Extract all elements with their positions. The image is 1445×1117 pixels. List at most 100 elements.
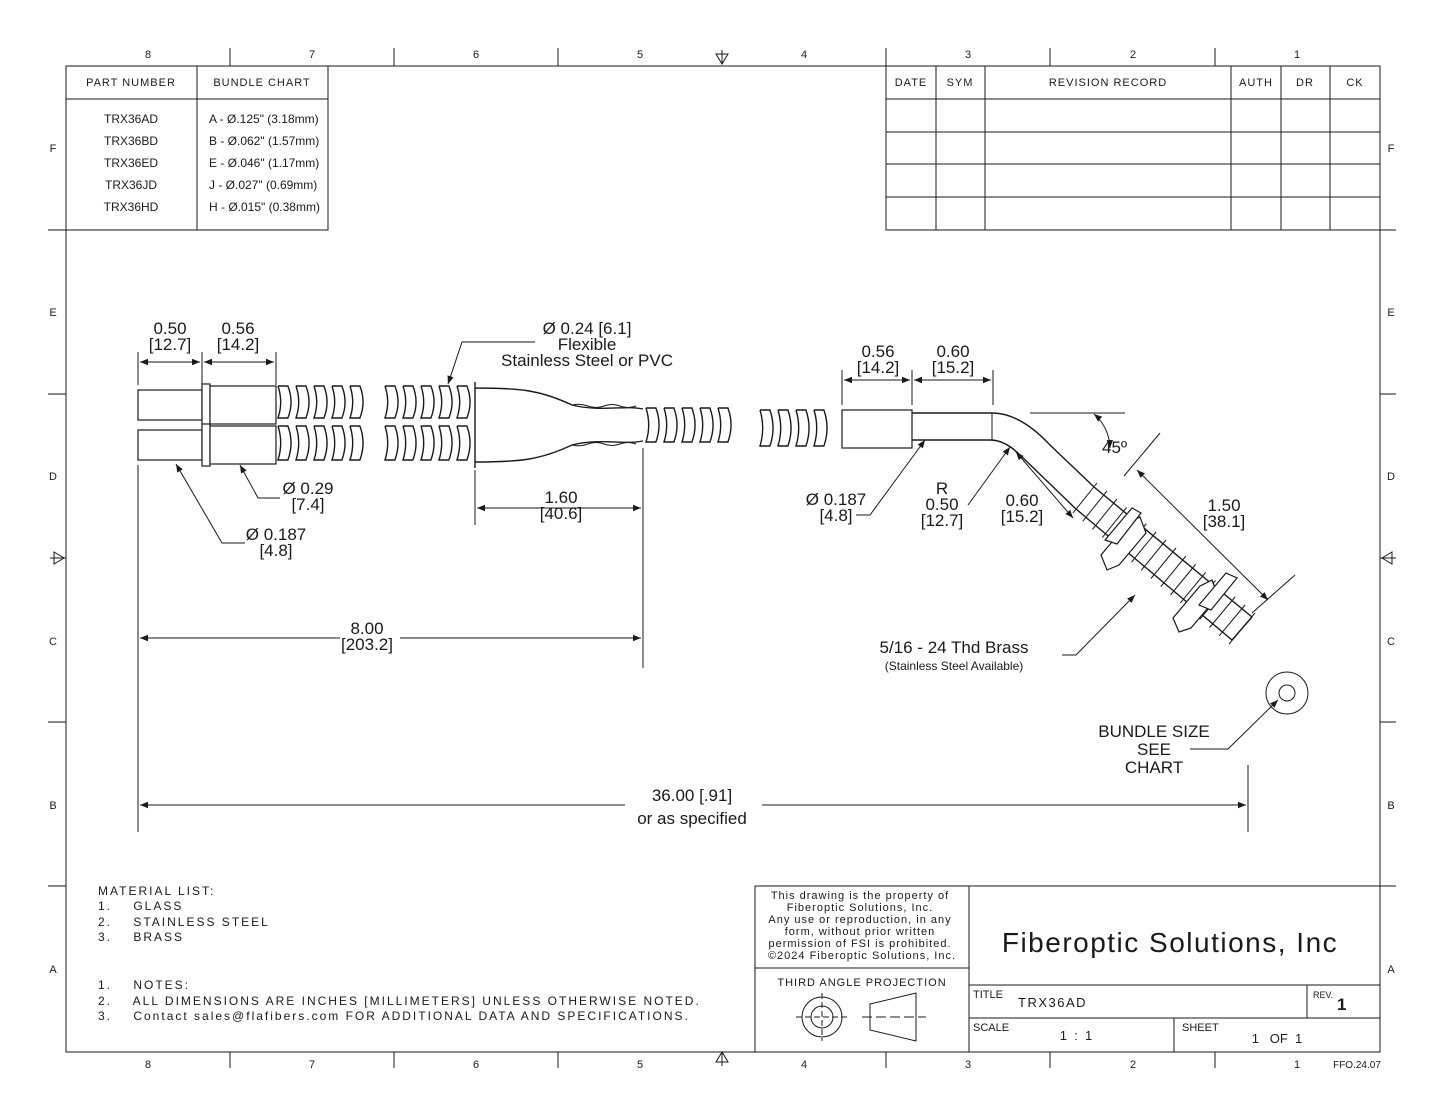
drawing-border	[65, 65, 1381, 1053]
right-spiral-sheath	[759, 409, 828, 447]
dim-3600: 36.00 [.91]	[652, 786, 732, 805]
revision-table	[885, 65, 1381, 231]
company-name: Fiberoptic Solutions, Inc	[1002, 927, 1338, 958]
zone-row-c: C	[49, 636, 57, 648]
spiral-coil	[777, 409, 792, 447]
rev-header-dr: DR	[1296, 77, 1314, 89]
spiral-coil	[349, 385, 364, 419]
spiral-coil	[295, 425, 310, 461]
projection-label: THIRD ANGLE PROJECTION	[777, 977, 946, 989]
bundle-cell: B - Ø.062" (1.57mm)	[209, 134, 319, 148]
rev-header-sym: SYM	[947, 77, 974, 89]
revision-headers: DATE SYM REVISION RECORD AUTH DR CK	[895, 77, 1363, 89]
zone-row-a: A	[49, 964, 57, 976]
zone-row-c-right: C	[1387, 636, 1395, 648]
dim-angle: 45º	[1102, 438, 1127, 457]
dim-800: 8.00	[350, 619, 383, 638]
spiral-coil	[717, 407, 732, 443]
spiral-coil	[456, 385, 471, 419]
zone-col-4: 4	[801, 49, 807, 61]
dim-0187-right-mm: [4.8]	[819, 506, 852, 525]
title-label: TITLE	[973, 989, 1003, 1001]
part-number-cell: TRX36HD	[104, 200, 159, 214]
bundle-chart-label: CHART	[1125, 758, 1183, 777]
dim-3600-note: or as specified	[637, 809, 747, 828]
dim-angled-060-mm: [15.2]	[1001, 507, 1044, 526]
zone-col-6: 6	[473, 49, 479, 61]
zone-row-b-right: B	[1387, 800, 1394, 812]
thread-line	[1101, 507, 1128, 538]
zone-col-7: 7	[309, 49, 315, 61]
rev-header-ck: CK	[1346, 77, 1363, 89]
bundle-chart-table: PART NUMBER BUNDLE CHART TRX36AD A - Ø.1…	[65, 65, 329, 231]
sheath-flexible: Flexible	[558, 335, 617, 354]
zone-col-1: 1	[1294, 49, 1300, 61]
zone-col-8: 8	[145, 49, 151, 61]
part-number-cell: TRX36AD	[104, 112, 158, 126]
third-angle-projection-icon	[796, 992, 926, 1042]
svg-text:permission of FSI is prohibite: permission of FSI is prohibited.	[768, 938, 951, 950]
spiral-coil	[313, 425, 328, 461]
zone-col-4-bottom: 4	[801, 1059, 807, 1071]
material-list: MATERIAL LIST: 1. GLASS 2. STAINLESS STE…	[98, 884, 270, 944]
dim-right-056: 0.56	[861, 342, 894, 361]
zone-col-1-bottom: 1	[1294, 1059, 1300, 1071]
svg-text:form, without prior written: form, without prior written	[785, 926, 935, 938]
dim-0187-left-mm: [4.8]	[259, 541, 292, 560]
dim-radius-050-mm: [12.7]	[921, 511, 964, 530]
rev-value: 1	[1337, 995, 1346, 1014]
scale-label: SCALE	[973, 1022, 1009, 1034]
bundle-end-view	[1265, 671, 1309, 715]
zone-col-2: 2	[1130, 49, 1136, 61]
spiral-coil	[402, 385, 417, 419]
spiral-coil	[645, 407, 660, 443]
dim-0187-right: Ø 0.187	[806, 490, 867, 509]
spiral-coil	[384, 385, 399, 419]
svg-text:This drawing is the property o: This drawing is the property of	[771, 890, 949, 902]
bundle-size-label: BUNDLE SIZE	[1098, 722, 1209, 741]
dim-056-mm: [14.2]	[217, 335, 260, 354]
zone-row-a-right: A	[1387, 964, 1395, 976]
dim-160-mm: [40.6]	[540, 504, 583, 523]
notes: 1. NOTES: 2. ALL DIMENSIONS ARE INCHES […	[98, 978, 701, 1023]
thread-line	[1082, 490, 1108, 522]
part-number-cell: TRX36JD	[105, 178, 157, 192]
header-part-number: PART NUMBER	[86, 77, 176, 89]
dim-160: 1.60	[544, 488, 577, 507]
zone-col-8-bottom: 8	[145, 1059, 151, 1071]
dim-right-056-mm: [14.2]	[857, 358, 900, 377]
dim-056: 0.56	[221, 319, 254, 338]
dim-angled-060: 0.60	[1005, 491, 1038, 510]
scale-value: 1 : 1	[1060, 1028, 1093, 1043]
material-item: 2. STAINLESS STEEL	[98, 915, 270, 929]
zone-row-b: B	[49, 800, 56, 812]
zone-row-f-right: F	[1388, 143, 1395, 155]
material-list-title: MATERIAL LIST:	[98, 884, 215, 898]
thread-spec: 5/16 - 24 Thd Brass	[880, 638, 1029, 657]
thread-line	[1218, 604, 1246, 637]
note-item: 2. ALL DIMENSIONS ARE INCHES [MILLIMETER…	[98, 994, 701, 1008]
spiral-coil	[456, 425, 471, 461]
bundle-cell: E - Ø.046" (1.17mm)	[209, 156, 319, 170]
dim-150: 1.50	[1207, 496, 1240, 515]
spiral-coil	[663, 407, 678, 443]
zone-col-2-bottom: 2	[1130, 1059, 1136, 1071]
zone-row-d: D	[49, 471, 57, 483]
spiral-coil	[420, 385, 435, 419]
note-item: 3. Contact sales@flafibers.com FOR ADDIT…	[98, 1009, 690, 1023]
dim-0187-left: Ø 0.187	[246, 525, 307, 544]
sheath-material: Stainless Steel or PVC	[501, 351, 673, 370]
zone-row-d-right: D	[1387, 471, 1395, 483]
dim-050: 0.50	[153, 319, 186, 338]
rev-header-record: REVISION RECORD	[1049, 77, 1167, 89]
bundle-cell: A - Ø.125" (3.18mm)	[209, 112, 319, 126]
rev-header-auth: AUTH	[1239, 77, 1273, 89]
sheet-label: SHEET	[1182, 1022, 1219, 1034]
dim-right-060-mm: [15.2]	[932, 358, 975, 377]
svg-text:Any use or reproduction, in an: Any use or reproduction, in any	[768, 914, 951, 926]
dim-radius-050: 0.50	[925, 495, 958, 514]
dim-029-mm: [7.4]	[291, 495, 324, 514]
spiral-coil	[277, 385, 292, 419]
thread-line	[1209, 596, 1236, 628]
bundle-cell: H - Ø.015" (0.38mm)	[209, 200, 320, 214]
